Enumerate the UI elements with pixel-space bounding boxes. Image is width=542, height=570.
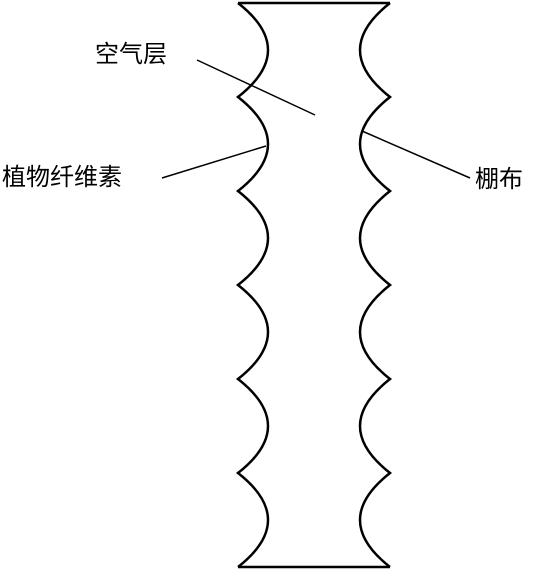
left-scalloped-wall [235,2,270,568]
shed-cloth-label: 棚布 [475,165,523,193]
leader-shed-cloth [361,130,471,179]
right-scalloped-wall [358,2,393,568]
plant-fiber-label: 植物纤维素 [2,163,122,191]
leader-plant-fiber [161,145,267,179]
leader-air-layer [196,59,316,116]
air-layer-label: 空气层 [95,40,167,68]
